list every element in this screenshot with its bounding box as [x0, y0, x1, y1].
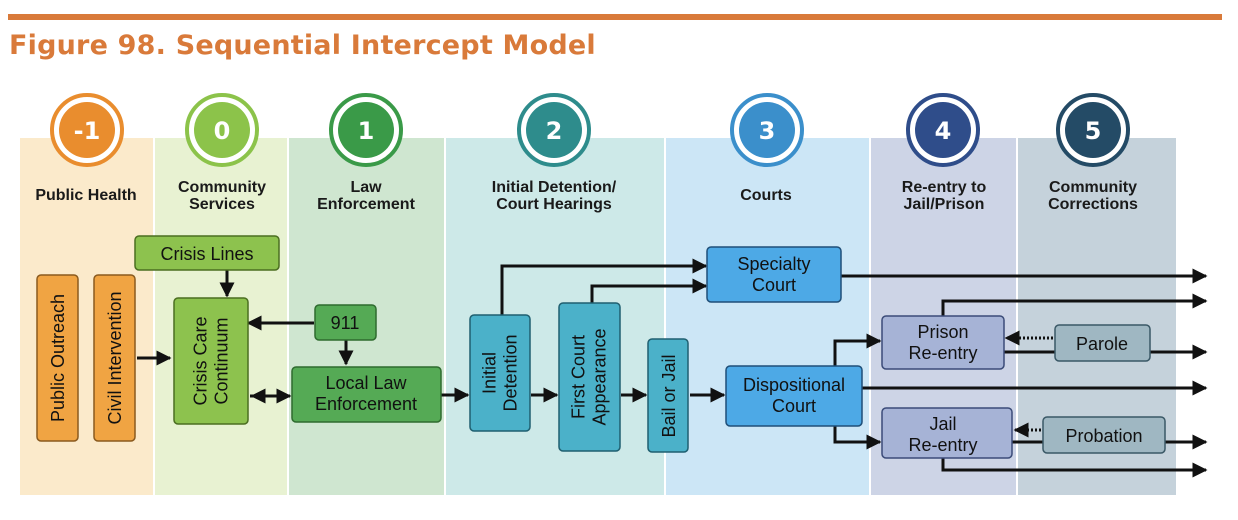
intercept-number: 0	[214, 117, 231, 145]
box-911[interactable]: 911	[314, 304, 377, 341]
intercept-circle-4: 4	[906, 93, 980, 167]
arrow-top-prison-out	[941, 293, 1208, 316]
box-first-court-label: First CourtAppearance	[569, 328, 610, 425]
box-bail-or-jail[interactable]: Bail or Jail	[647, 338, 689, 453]
box-civil-intervention[interactable]: Civil Intervention	[93, 274, 136, 442]
arrow-first-to-specialty	[590, 278, 708, 303]
intercept-number: 3	[759, 117, 776, 145]
intercept-number: 4	[935, 117, 952, 145]
box-initial-detention-label: InitialDetention	[480, 334, 521, 411]
box-parole[interactable]: Parole	[1054, 324, 1151, 362]
box-initial-detention[interactable]: InitialDetention	[469, 314, 531, 432]
intercept-circle-2: 2	[517, 93, 591, 167]
intercept-number: -1	[74, 117, 101, 145]
box-civil-intervention-label: Civil Intervention	[105, 291, 125, 424]
intercept-circle-3: 3	[730, 93, 804, 167]
column-label-initial-detention: Initial Detention/Court Hearings	[492, 179, 617, 213]
intercept-number: 5	[1085, 117, 1102, 145]
arrow-disp-to-prison	[833, 333, 882, 366]
intercept-circle-5: 5	[1056, 93, 1130, 167]
intercept-number: 2	[546, 117, 563, 145]
intercept-circle-minus-1: -1	[50, 93, 124, 167]
box-crisis-lines[interactable]: Crisis Lines	[134, 235, 280, 271]
box-911-label: 911	[331, 313, 360, 333]
box-public-outreach-label: Public Outreach	[48, 294, 68, 422]
intercept-number: 1	[358, 117, 375, 145]
column-label-public-health: Public Health	[35, 187, 136, 204]
intercept-circles: -1 0 1 2 3 4 5	[50, 93, 1130, 167]
column-label-courts: Courts	[740, 187, 792, 204]
arrow-disp-to-jail	[833, 426, 882, 450]
arrow-detention-to-specialty	[500, 258, 708, 316]
arrow-jail-bottom-out	[941, 457, 1208, 478]
box-crisis-care-label: Crisis CareContinuum	[191, 316, 232, 405]
box-probation[interactable]: Probation	[1042, 416, 1166, 454]
column-backgrounds	[20, 138, 1176, 495]
box-probation-label: Probation	[1065, 426, 1142, 446]
box-bail-or-jail-label: Bail or Jail	[659, 354, 679, 437]
intercept-circle-0: 0	[185, 93, 259, 167]
box-first-court-appearance[interactable]: First CourtAppearance	[558, 302, 621, 452]
box-parole-label: Parole	[1076, 334, 1128, 354]
figure-title: Figure 98. Sequential Intercept Model	[9, 30, 596, 61]
intercept-circle-1: 1	[329, 93, 403, 167]
box-public-outreach[interactable]: Public Outreach	[36, 274, 79, 442]
dotted-arrows	[1004, 330, 1053, 438]
title-rule	[8, 14, 1222, 20]
box-crisis-lines-label: Crisis Lines	[160, 244, 253, 264]
box-crisis-care-continuum[interactable]: Crisis CareContinuum	[173, 297, 249, 425]
